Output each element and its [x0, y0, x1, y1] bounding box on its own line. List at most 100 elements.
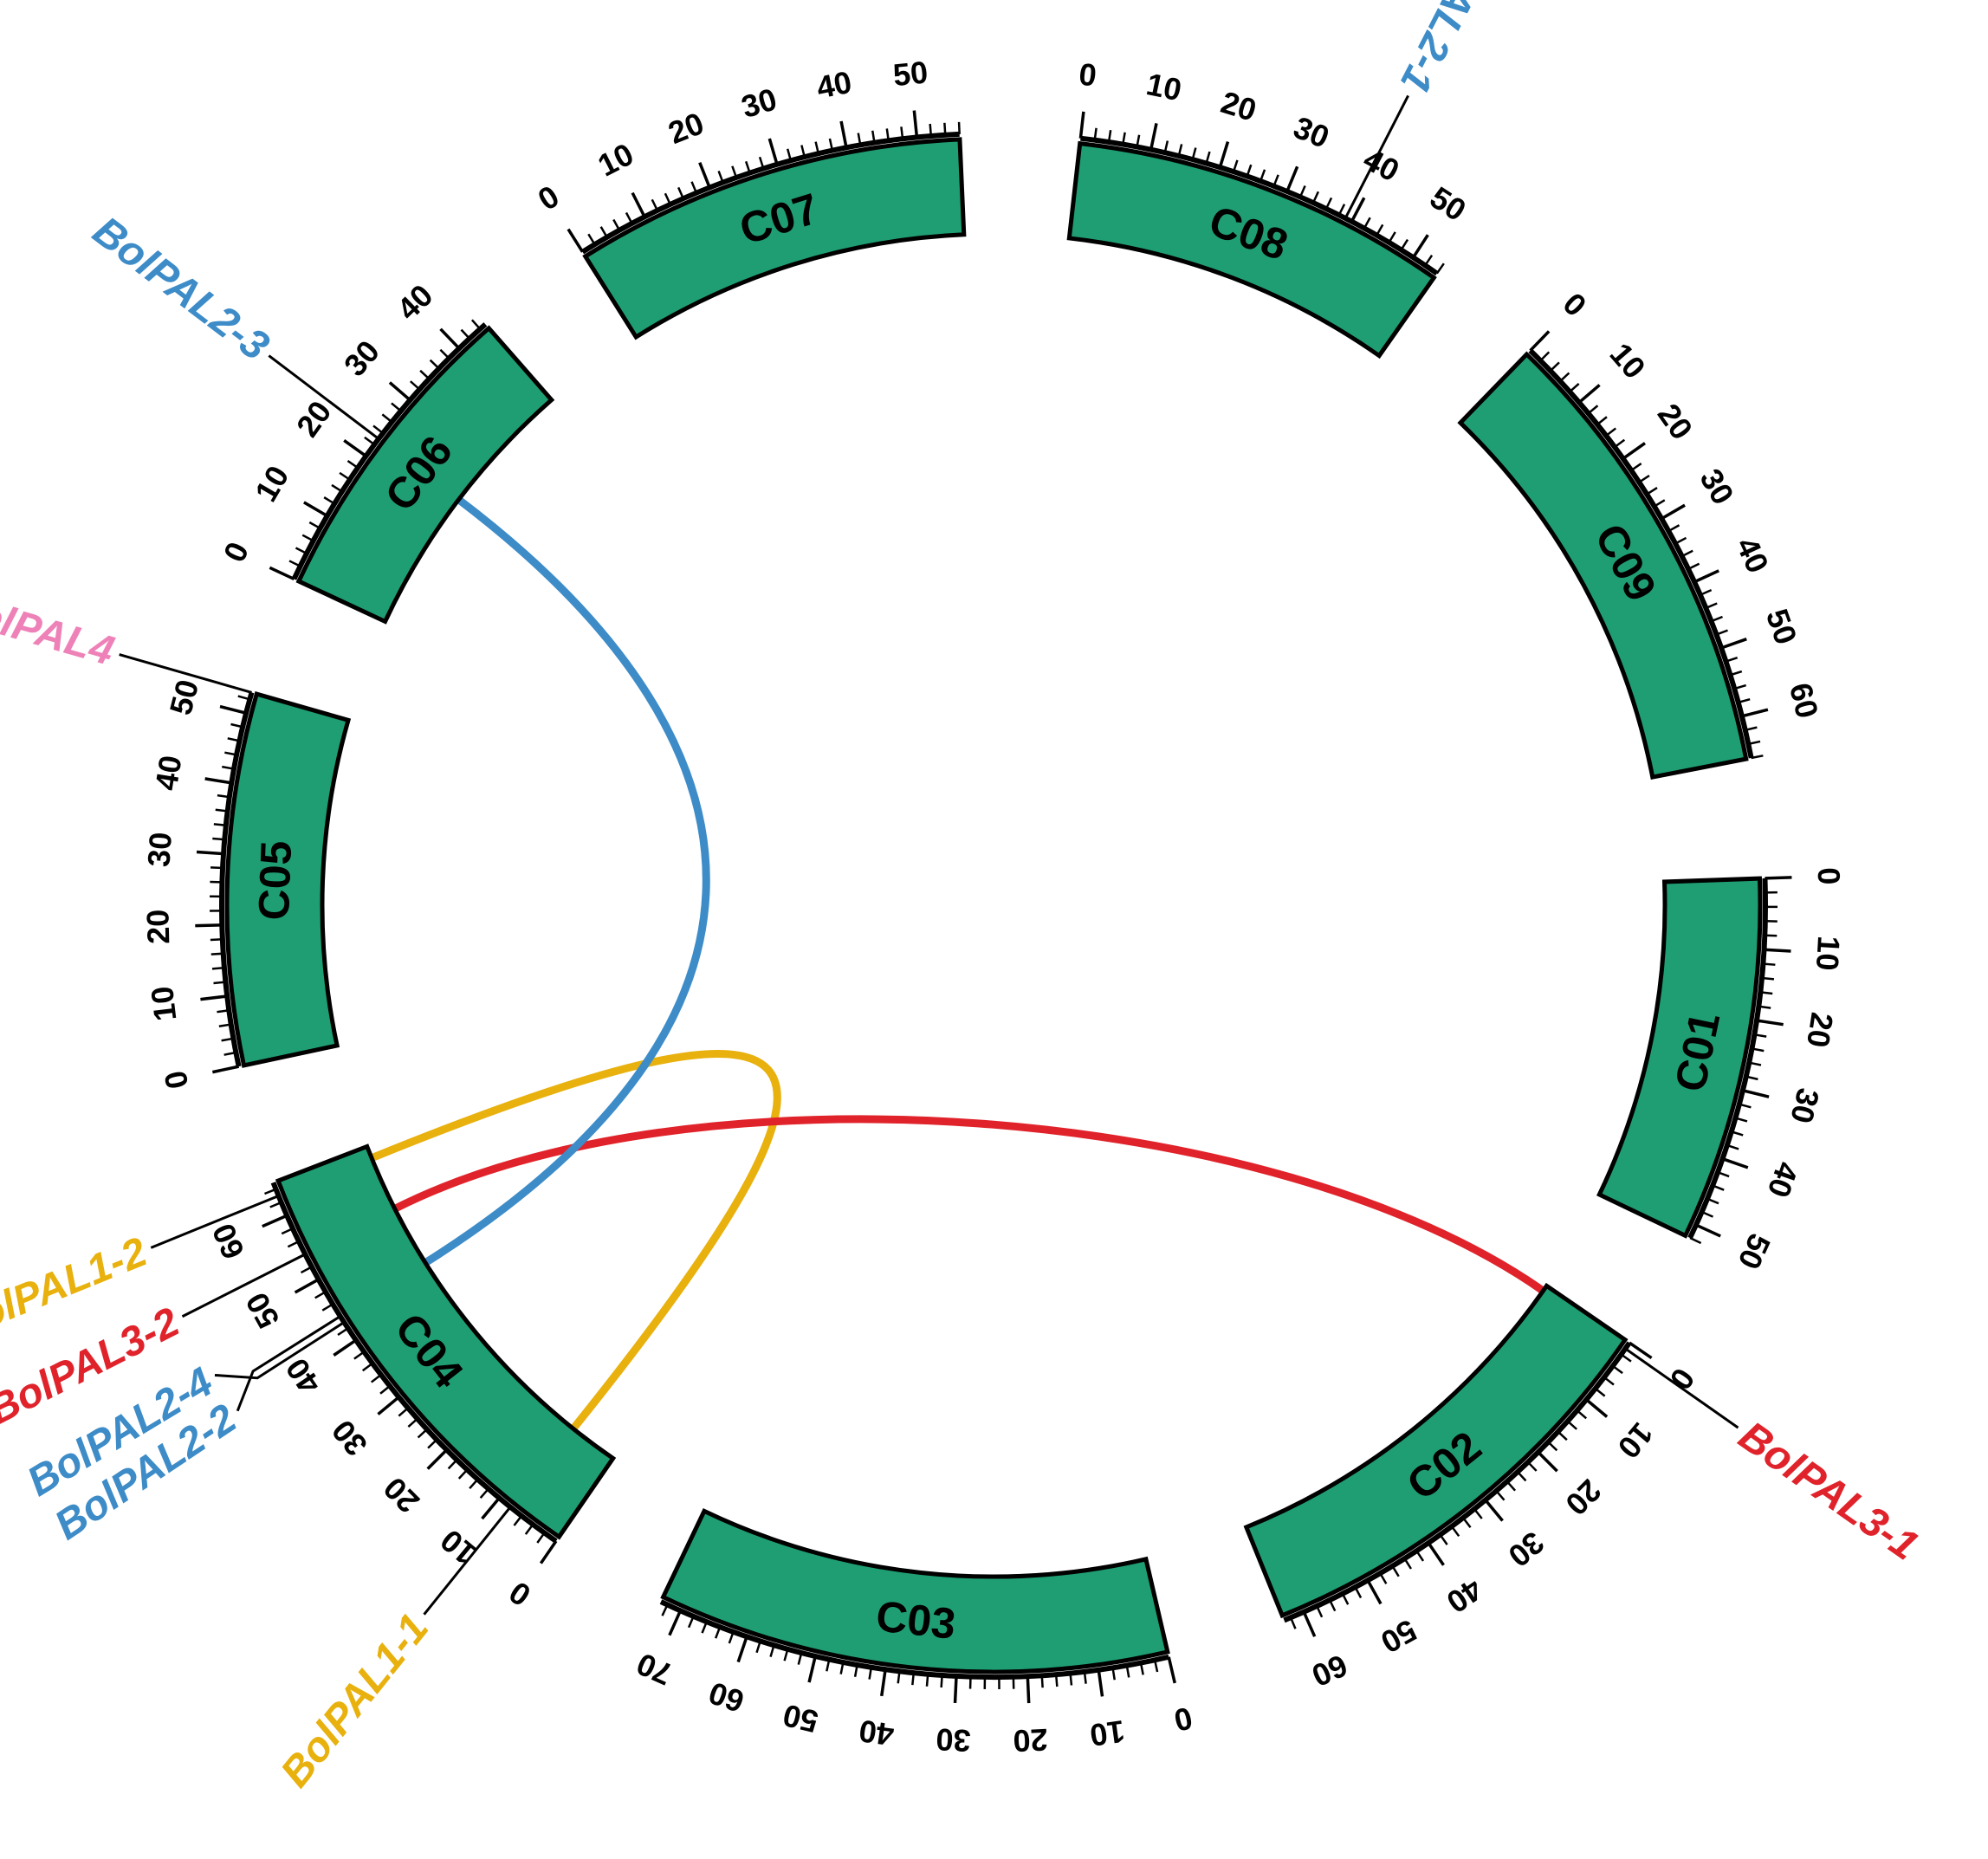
- minor-tick: [1403, 1558, 1412, 1570]
- tick-label: 10: [1603, 336, 1653, 385]
- minor-tick: [783, 1648, 789, 1661]
- minor-tick: [1731, 1130, 1744, 1137]
- minor-tick: [210, 866, 223, 870]
- major-tick: [1412, 234, 1429, 259]
- minor-tick: [264, 1188, 276, 1195]
- major-tick: [303, 501, 328, 518]
- minor-tick: [353, 1351, 366, 1360]
- minor-tick: [1324, 197, 1333, 210]
- tick-label: 70: [631, 1646, 677, 1693]
- minor-tick: [839, 1661, 845, 1674]
- minor-tick: [1557, 1430, 1568, 1441]
- minor-tick: [868, 1667, 873, 1680]
- minor-tick: [314, 1291, 327, 1299]
- gene-bolpal1-1: BolPAL1-1: [272, 1506, 512, 1796]
- major-tick: [1078, 111, 1085, 139]
- major-tick: [668, 1610, 683, 1636]
- minor-tick: [308, 521, 321, 529]
- minor-tick: [301, 534, 314, 542]
- minor-tick: [661, 1603, 669, 1616]
- tick-label: 40: [813, 64, 854, 106]
- minor-tick: [213, 981, 226, 985]
- tick-label: 60: [1306, 1648, 1352, 1694]
- tick-label: 60: [1783, 679, 1826, 722]
- minor-tick: [469, 1478, 479, 1490]
- collinearity-links: [367, 496, 1547, 1433]
- tick-label: 0: [1557, 286, 1594, 323]
- minor-tick: [429, 359, 440, 370]
- major-tick: [195, 923, 223, 928]
- tick-label: 20: [377, 1470, 426, 1519]
- chromosome-ring: 01020304050C010102030405060C020102030405…: [139, 54, 1847, 1759]
- tick-label: 0: [1171, 1700, 1196, 1739]
- minor-tick: [1040, 1675, 1044, 1688]
- minor-tick: [925, 1674, 929, 1687]
- major-tick: [1585, 1398, 1609, 1418]
- tick-label: 0: [1811, 867, 1848, 885]
- chromosome-band: [582, 137, 967, 340]
- tick-label: 30: [1784, 1085, 1826, 1127]
- minor-tick: [1654, 499, 1666, 508]
- tick-label: 10: [593, 136, 639, 184]
- minor-tick: [1733, 683, 1747, 690]
- minor-tick: [1107, 129, 1112, 143]
- minor-tick: [885, 128, 890, 141]
- tick-label: 50: [163, 676, 206, 718]
- minor-tick: [769, 1644, 775, 1657]
- tick-label: 50: [238, 1286, 286, 1334]
- minor-tick: [1603, 1376, 1615, 1386]
- major-tick: [196, 850, 224, 856]
- minor-tick: [391, 402, 402, 412]
- chromosome-band: [224, 690, 352, 1068]
- major-tick: [1537, 1451, 1558, 1473]
- tick-label: 50: [1424, 179, 1473, 228]
- minor-tick: [786, 148, 793, 161]
- minor-tick: [728, 1631, 735, 1644]
- chromosome-axis: [659, 1599, 1169, 1680]
- minor-tick: [1614, 438, 1626, 449]
- tick-label: 10: [1611, 1416, 1661, 1466]
- minor-tick: [323, 496, 335, 505]
- major-tick: [200, 994, 228, 1001]
- gene-leader-line: [150, 1195, 280, 1249]
- minor-tick: [300, 1266, 313, 1274]
- link-bolpal2-3-bolpal2-2: [421, 496, 710, 1267]
- tick-label: 50: [891, 54, 929, 93]
- tick-label: 40: [857, 1713, 896, 1752]
- minor-tick: [1125, 1665, 1130, 1678]
- minor-tick: [1246, 164, 1253, 177]
- minor-tick: [372, 424, 384, 435]
- minor-tick: [1559, 372, 1570, 382]
- minor-tick: [1289, 1616, 1297, 1629]
- minor-tick: [218, 1023, 231, 1027]
- minor-tick: [1462, 1517, 1472, 1529]
- tick-label: 20: [1013, 1722, 1049, 1759]
- minor-tick: [755, 1640, 761, 1654]
- gene-bolpal2-1: BolPAL2-1: [1344, 0, 1526, 219]
- minor-tick: [1527, 1461, 1538, 1472]
- minor-tick: [1758, 1005, 1771, 1009]
- minor-tick: [1739, 1103, 1752, 1109]
- minor-tick: [1388, 231, 1396, 243]
- minor-tick: [513, 1515, 523, 1526]
- tick-label: 10: [248, 460, 296, 508]
- gene-leader-line: [181, 1253, 306, 1318]
- major-tick: [912, 110, 919, 138]
- minor-tick: [1701, 1210, 1713, 1218]
- major-tick: [767, 138, 779, 165]
- minor-tick: [1751, 755, 1764, 760]
- minor-tick: [536, 1532, 546, 1544]
- major-tick: [204, 777, 232, 785]
- minor-tick: [457, 1468, 469, 1480]
- minor-tick: [1439, 1533, 1448, 1545]
- major-tick: [1695, 1223, 1721, 1238]
- minor-tick: [599, 226, 608, 238]
- gene-label: BolPAL2-3: [84, 208, 277, 370]
- minor-tick: [1596, 416, 1608, 425]
- minor-tick: [1569, 382, 1580, 393]
